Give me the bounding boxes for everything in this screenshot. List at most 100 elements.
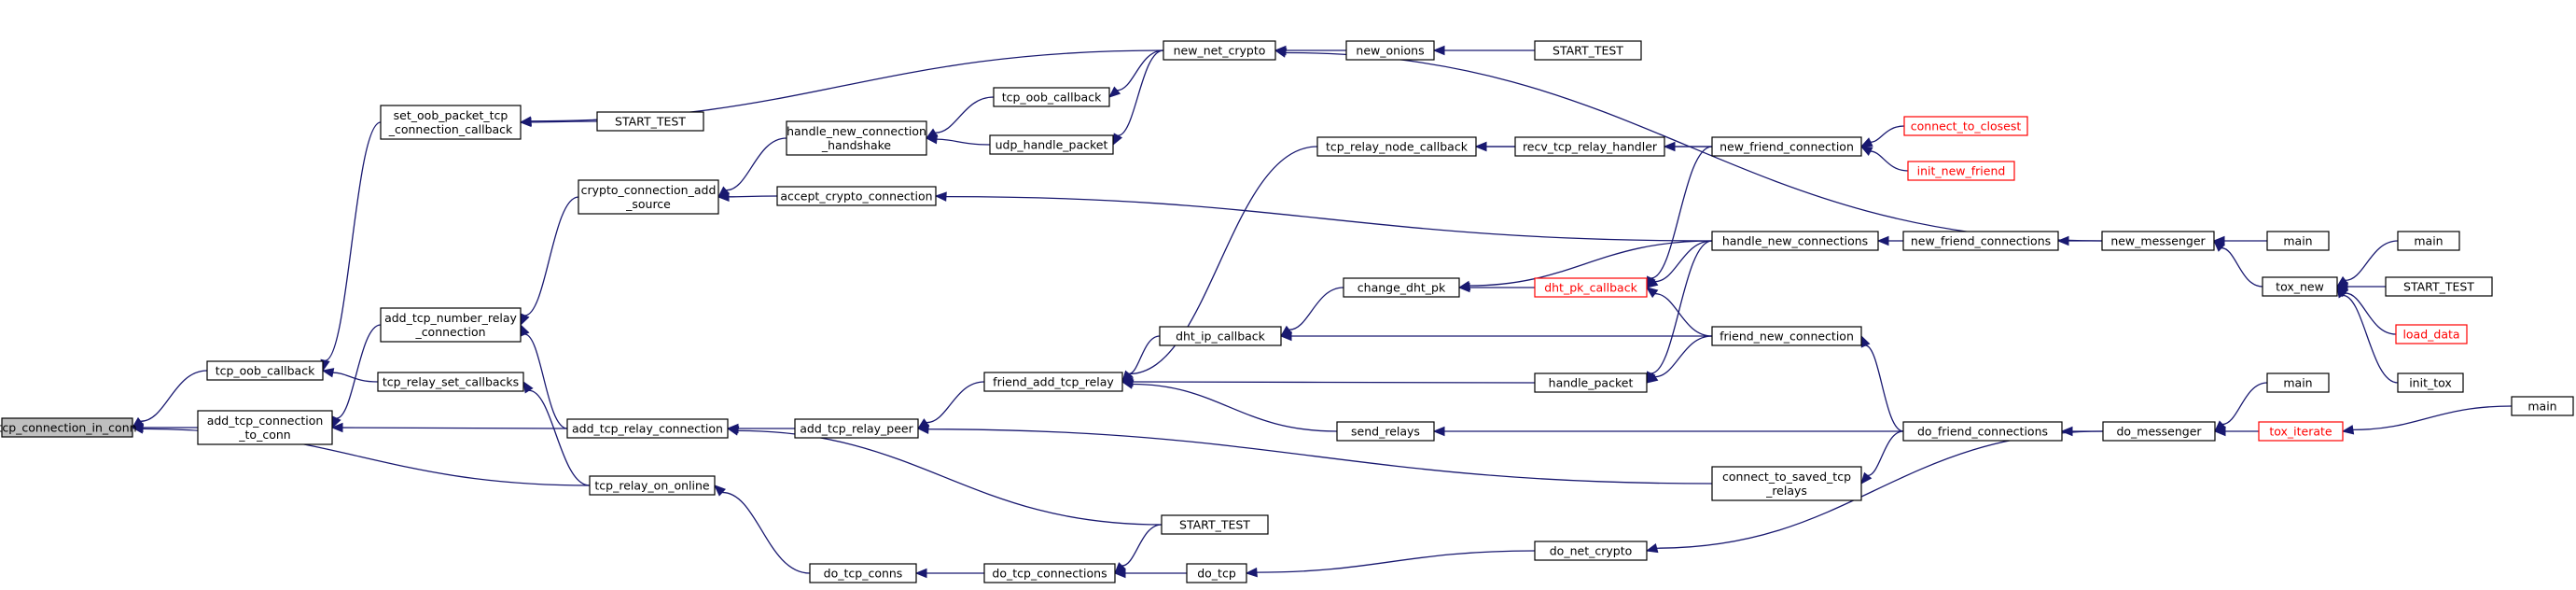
- node-add-tcp-relay-peer[interactable]: add_tcp_relay_peer: [794, 418, 919, 439]
- node-send-relays[interactable]: send_relays: [1336, 421, 1435, 442]
- node-tcp-oob-callback-a[interactable]: tcp_oob_callback: [206, 360, 324, 381]
- node-change-dht-pk[interactable]: change_dht_pk: [1343, 277, 1460, 298]
- node-tox-new[interactable]: tox_new: [2262, 276, 2338, 297]
- node-init-tox[interactable]: init_tox: [2397, 372, 2464, 393]
- node-box[interactable]: [1711, 466, 1862, 501]
- node-box[interactable]: [794, 418, 919, 439]
- node-udp-handle-packet[interactable]: udp_handle_packet: [989, 134, 1114, 155]
- node-box[interactable]: [2397, 231, 2460, 251]
- node-box[interactable]: [2266, 372, 2330, 393]
- node-box[interactable]: [809, 563, 917, 583]
- node-start-test-4[interactable]: START_TEST: [2385, 276, 2493, 297]
- node-box[interactable]: [983, 563, 1116, 583]
- node-box[interactable]: [206, 360, 324, 381]
- node-box[interactable]: [1514, 136, 1665, 157]
- node-tcp-oob-callback-b[interactable]: tcp_oob_callback: [993, 87, 1110, 107]
- node-main-1[interactable]: main: [2266, 231, 2330, 251]
- node-load-data[interactable]: load_data: [2395, 324, 2468, 344]
- node-box[interactable]: [566, 418, 729, 439]
- node-connect-to-closest[interactable]: connect_to_closest: [1903, 116, 2028, 136]
- node-box[interactable]: [589, 475, 716, 496]
- node-do-messenger[interactable]: do_messenger: [2102, 421, 2216, 442]
- node-box[interactable]: [380, 307, 522, 343]
- node-box[interactable]: [1316, 136, 1477, 157]
- node-box[interactable]: [2258, 421, 2344, 442]
- node-box[interactable]: [1902, 231, 2059, 251]
- node-do-tcp-conns[interactable]: do_tcp_conns: [809, 563, 917, 583]
- node-box[interactable]: [786, 120, 927, 156]
- node-new-friend-connections[interactable]: new_friend_connections: [1902, 231, 2059, 251]
- node-start-test-3[interactable]: START_TEST: [1534, 40, 1642, 61]
- node-main-3[interactable]: main: [2397, 231, 2460, 251]
- node-box[interactable]: [197, 410, 333, 445]
- node-box[interactable]: [1534, 277, 1648, 298]
- node-box[interactable]: [2395, 324, 2468, 344]
- node-recv-tcp-relay-handler[interactable]: recv_tcp_relay_handler: [1514, 136, 1665, 157]
- node-crypto-connection-add-source[interactable]: crypto_connection_add_source: [578, 179, 719, 215]
- node-tcp-relay-on-online[interactable]: tcp_relay_on_online: [589, 475, 716, 496]
- node-do-tcp[interactable]: do_tcp: [1186, 563, 1247, 583]
- node-tox-iterate[interactable]: tox_iterate: [2258, 421, 2344, 442]
- node-new-net-crypto[interactable]: new_net_crypto: [1163, 40, 1276, 61]
- node-do-tcp-connections[interactable]: do_tcp_connections: [983, 563, 1116, 583]
- node-box[interactable]: [1711, 231, 1879, 251]
- node-box[interactable]: [1163, 40, 1276, 61]
- node-box[interactable]: [776, 186, 937, 206]
- node-box[interactable]: [1711, 136, 1862, 157]
- node-main-2[interactable]: main: [2266, 372, 2330, 393]
- node-tcp-relay-node-callback[interactable]: tcp_relay_node_callback: [1316, 136, 1477, 157]
- node-box[interactable]: [1711, 326, 1862, 346]
- node-start-test-2[interactable]: START_TEST: [1161, 514, 1269, 535]
- node-box[interactable]: [983, 372, 1123, 392]
- node-box[interactable]: [1159, 326, 1282, 346]
- node-start-test-1[interactable]: START_TEST: [596, 111, 704, 132]
- node-set-oob-packet-tcp-connection-callback[interactable]: set_oob_packet_tcp_connection_callback: [380, 105, 522, 140]
- node-box[interactable]: [2511, 396, 2574, 416]
- node-do-net-crypto[interactable]: do_net_crypto: [1534, 541, 1648, 561]
- node-box[interactable]: [1907, 161, 2015, 181]
- node-box[interactable]: [2101, 231, 2215, 251]
- node-box[interactable]: [578, 179, 719, 215]
- node-add-tcp-number-relay-connection[interactable]: add_tcp_number_relay_connection: [380, 307, 522, 343]
- node-dht-ip-callback[interactable]: dht_ip_callback: [1159, 326, 1282, 346]
- node-box[interactable]: [2385, 276, 2493, 297]
- node-box[interactable]: [1903, 116, 2028, 136]
- node-box[interactable]: [1343, 277, 1460, 298]
- node-box[interactable]: [380, 105, 522, 140]
- node-new-messenger[interactable]: new_messenger: [2101, 231, 2215, 251]
- node-tcp-connection-in-conn[interactable]: tcp_connection_in_conn: [0, 417, 137, 438]
- node-new-onions[interactable]: new_onions: [1345, 40, 1435, 61]
- node-box[interactable]: [2397, 372, 2464, 393]
- node-box[interactable]: [1345, 40, 1435, 61]
- node-handle-new-connections[interactable]: handle_new_connections: [1711, 231, 1879, 251]
- node-box[interactable]: [377, 372, 524, 392]
- node-add-tcp-connection-to-conn[interactable]: add_tcp_connection_to_conn: [197, 410, 333, 445]
- node-tcp-relay-set-callbacks[interactable]: tcp_relay_set_callbacks: [377, 372, 524, 392]
- node-box[interactable]: [1161, 514, 1269, 535]
- node-box[interactable]: [993, 87, 1110, 107]
- node-handle-new-connection-handshake[interactable]: handle_new_connection_handshake: [786, 120, 927, 156]
- node-main-4[interactable]: main: [2511, 396, 2574, 416]
- node-box[interactable]: [1, 417, 133, 438]
- node-init-new-friend[interactable]: init_new_friend: [1907, 161, 2015, 181]
- node-do-friend-connections[interactable]: do_friend_connections: [1902, 421, 2063, 442]
- node-new-friend-connection[interactable]: new_friend_connection: [1711, 136, 1862, 157]
- node-connect-to-saved-tcp-relays[interactable]: connect_to_saved_tcp_relays: [1711, 466, 1862, 501]
- node-box[interactable]: [989, 134, 1114, 155]
- node-box[interactable]: [2266, 231, 2330, 251]
- node-box[interactable]: [1902, 421, 2063, 442]
- node-friend-new-connection[interactable]: friend_new_connection: [1711, 326, 1862, 346]
- node-accept-crypto-connection[interactable]: accept_crypto_connection: [776, 186, 937, 206]
- node-box[interactable]: [1336, 421, 1435, 442]
- node-add-tcp-relay-connection[interactable]: add_tcp_relay_connection: [566, 418, 729, 439]
- node-box[interactable]: [2102, 421, 2216, 442]
- node-box[interactable]: [596, 111, 704, 132]
- node-box[interactable]: [1534, 541, 1648, 561]
- node-box[interactable]: [1534, 40, 1642, 61]
- node-handle-packet[interactable]: handle_packet: [1534, 372, 1648, 393]
- node-box[interactable]: [1534, 372, 1648, 393]
- node-friend-add-tcp-relay[interactable]: friend_add_tcp_relay: [983, 372, 1123, 392]
- node-box[interactable]: [2262, 276, 2338, 297]
- node-dht-pk-callback[interactable]: dht_pk_callback: [1534, 277, 1648, 298]
- node-box[interactable]: [1186, 563, 1247, 583]
